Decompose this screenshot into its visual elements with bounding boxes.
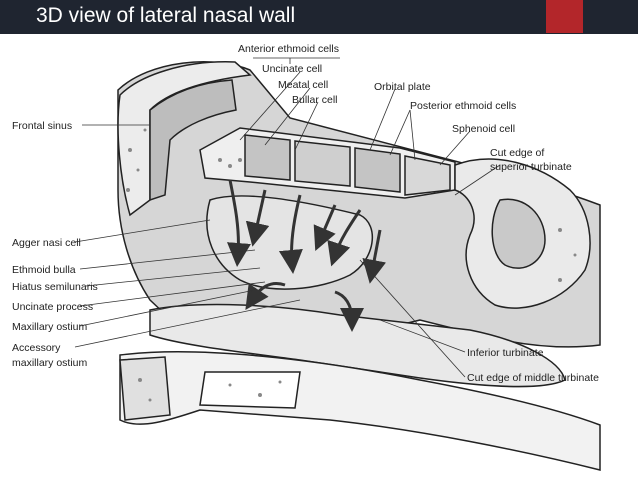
drainage-arrows (226, 179, 387, 332)
label-agger-nasi-cell: Agger nasi cell (12, 237, 81, 249)
label-ethmoid-bulla: Ethmoid bulla (12, 264, 76, 276)
label-frontal-sinus: Frontal sinus (12, 120, 72, 132)
label-cut-edge-superior-2: superior turbinate (490, 161, 572, 173)
label-anterior-ethmoid-cells: Anterior ethmoid cells (238, 43, 339, 55)
label-cut-edge-middle: Cut edge of middle turbinate (467, 372, 599, 384)
header-bar (0, 0, 638, 34)
bone-texture (126, 128, 577, 402)
accent-square (546, 0, 583, 33)
label-accessory-1: Accessory (12, 342, 61, 354)
label-bullar-cell: Bullar cell (292, 94, 338, 106)
label-uncinate-process: Uncinate process (12, 301, 93, 313)
label-posterior-ethmoid-cells: Posterior ethmoid cells (410, 100, 516, 112)
label-cut-edge-superior-1: Cut edge of (490, 147, 544, 159)
labels: Frontal sinus Anterior ethmoid cells Unc… (12, 43, 599, 384)
label-meatal-cell: Meatal cell (278, 79, 328, 91)
lateral-nasal-wall-diagram: Frontal sinus Anterior ethmoid cells Unc… (12, 43, 601, 471)
label-hiatus-semilunaris: Hiatus semilunaris (12, 281, 98, 293)
nasal-wall-body (117, 61, 601, 471)
leader-lines (74, 57, 501, 378)
label-uncinate-cell: Uncinate cell (262, 63, 322, 75)
slide-title: 3D view of lateral nasal wall (36, 4, 296, 27)
label-accessory-2: maxillary ostium (12, 357, 88, 369)
label-maxillary-ostium: Maxillary ostium (12, 321, 88, 333)
label-sphenoid-cell: Sphenoid cell (452, 123, 515, 135)
label-inferior-turbinate: Inferior turbinate (467, 347, 544, 359)
label-orbital-plate: Orbital plate (374, 81, 431, 93)
